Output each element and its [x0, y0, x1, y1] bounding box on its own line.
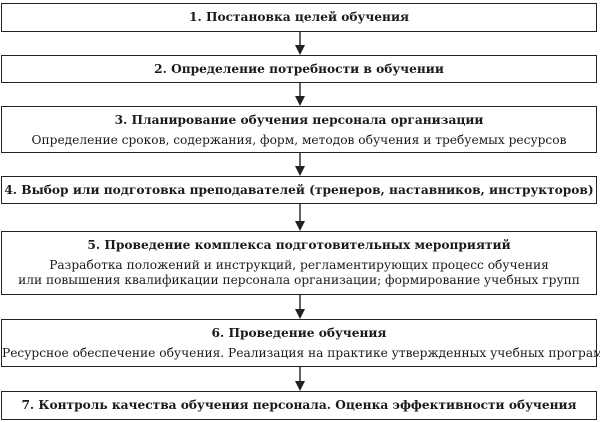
arrow-1-2	[293, 32, 307, 55]
down-arrow-icon	[295, 367, 305, 391]
step-6-title: 6. Проведение обучения	[211, 326, 387, 340]
step-5-box: 5. Проведение комплекса подготовительных…	[1, 231, 597, 295]
step-6-box: 6. Проведение обучения Ресурсное обеспеч…	[1, 319, 600, 367]
arrow-5-6	[293, 295, 307, 319]
arrow-3-4	[293, 153, 307, 176]
step-3-box: 3. Планирование обучения персонала орган…	[1, 106, 597, 153]
step-5-desc-1: Разработка положений и инструкций, регла…	[49, 258, 549, 272]
step-7-box: 7. Контроль качества обучения персонала.…	[1, 391, 597, 420]
step-5-title: 5. Проведение комплекса подготовительных…	[87, 238, 511, 252]
step-4-box: 4. Выбор или подготовка преподавателей (…	[1, 176, 597, 204]
step-4-title: 4. Выбор или подготовка преподавателей (…	[4, 183, 594, 197]
step-6-desc-1: Ресурсное обеспечение обучения. Реализац…	[2, 346, 600, 360]
down-arrow-icon	[295, 83, 305, 106]
step-1-title: 1. Постановка целей обучения	[188, 10, 410, 24]
down-arrow-icon	[295, 32, 305, 55]
step-7-title: 7. Контроль качества обучения персонала.…	[21, 398, 577, 412]
step-2-box: 2. Определение потребности в обучении	[1, 55, 597, 83]
step-1-box: 1. Постановка целей обучения	[1, 3, 597, 32]
step-5-desc-2: или повышения квалификации персонала орг…	[18, 273, 580, 287]
arrow-4-5	[293, 204, 307, 231]
arrow-6-7	[293, 367, 307, 391]
step-3-desc-1: Определение сроков, содержания, форм, ме…	[31, 133, 567, 147]
arrow-2-3	[293, 83, 307, 106]
step-2-title: 2. Определение потребности в обучении	[154, 62, 444, 76]
down-arrow-icon	[295, 153, 305, 176]
down-arrow-icon	[295, 204, 305, 231]
step-3-title: 3. Планирование обучения персонала орган…	[114, 113, 484, 127]
down-arrow-icon	[295, 295, 305, 319]
